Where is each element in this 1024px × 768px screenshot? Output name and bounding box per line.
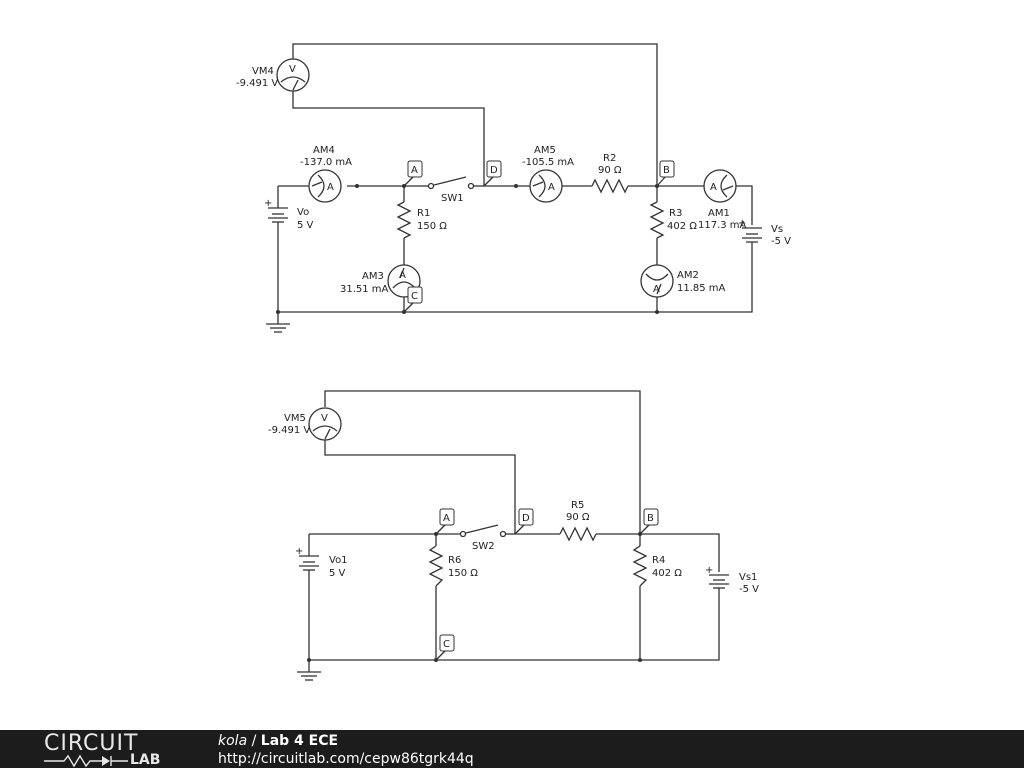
- sw1-name: SW1: [441, 193, 464, 204]
- battery-vs[interactable]: + Vs -5 V: [738, 218, 791, 247]
- node-tag-c1: C: [403, 286, 423, 313]
- vs1-value: -5 V: [739, 584, 759, 595]
- ammeter-am1[interactable]: A AM1 117.3 mA: [698, 169, 747, 231]
- node-tag-b2: B: [639, 508, 659, 535]
- resistor-r1[interactable]: R1 150 Ω: [396, 201, 447, 239]
- svg-text:B: B: [663, 165, 670, 176]
- r1-value: 150 Ω: [417, 221, 447, 232]
- vo-value: 5 V: [297, 220, 314, 231]
- r4-value: 402 Ω: [652, 568, 682, 579]
- vm4-symbol: V: [289, 64, 296, 75]
- logo-text-bottom: LAB: [130, 752, 161, 768]
- am2-value: 11.85 mA: [677, 283, 726, 294]
- am2-name: AM2: [677, 270, 699, 281]
- vo1-value: 5 V: [329, 568, 346, 579]
- am4-value: -137.0 mA: [300, 157, 352, 168]
- r3-name: R3: [669, 208, 682, 219]
- svg-text:B: B: [647, 513, 654, 524]
- battery-vo[interactable]: + Vo 5 V: [264, 198, 314, 231]
- svg-text:+: +: [738, 218, 746, 229]
- ammeter-am5[interactable]: A AM5 -105.5 mA: [522, 145, 574, 203]
- r3-value: 402 Ω: [667, 221, 697, 232]
- r5-name: R5: [571, 500, 584, 511]
- vs-name: Vs: [771, 224, 783, 235]
- battery-vo1[interactable]: + Vo1 5 V: [295, 546, 348, 579]
- resistor-r4[interactable]: R4 402 Ω: [632, 545, 682, 587]
- svg-text:D: D: [490, 165, 498, 176]
- vo-name: Vo: [297, 207, 309, 218]
- svg-text:D: D: [522, 513, 530, 524]
- am5-symbol: A: [548, 182, 555, 193]
- resistor-r2[interactable]: R2 90 Ω: [591, 153, 629, 194]
- resistor-r3[interactable]: R3 402 Ω: [649, 201, 697, 239]
- circuit-1: + Vo 5 V + Vs -5 V V VM4 -9.491 V: [236, 43, 791, 333]
- footer-bar: CIRCUIT LAB kola / Lab 4 ECE http://circ…: [0, 730, 1024, 768]
- title-separator: /: [247, 733, 261, 749]
- voltmeter-vm4[interactable]: V VM4 -9.491 V: [236, 58, 310, 92]
- am4-name: AM4: [313, 145, 335, 156]
- r6-value: 150 Ω: [448, 568, 478, 579]
- am5-name: AM5: [534, 145, 556, 156]
- vm5-name: VM5: [284, 413, 306, 424]
- svg-text:+: +: [264, 198, 272, 209]
- vm4-value: -9.491 V: [236, 78, 278, 89]
- r1-name: R1: [417, 208, 430, 219]
- r2-name: R2: [603, 153, 616, 164]
- r5-value: 90 Ω: [566, 512, 590, 523]
- r6-name: R6: [448, 555, 461, 566]
- circuitlab-logo[interactable]: CIRCUIT LAB: [44, 732, 174, 768]
- switch-sw1[interactable]: SW1: [419, 176, 484, 204]
- am1-value: 117.3 mA: [698, 220, 747, 231]
- am2-symbol: A: [653, 284, 660, 295]
- ground-symbol: [297, 671, 321, 681]
- svg-text:+: +: [295, 546, 303, 557]
- battery-vs1[interactable]: + Vs1 -5 V: [705, 565, 759, 595]
- svg-text:C: C: [411, 291, 418, 302]
- resistor-r6[interactable]: R6 150 Ω: [428, 545, 478, 587]
- svg-text:A: A: [411, 165, 418, 176]
- am3-symbol: A: [399, 270, 406, 281]
- r2-value: 90 Ω: [598, 165, 622, 176]
- node-tag-a2: A: [435, 508, 455, 535]
- sw2-name: SW2: [472, 541, 495, 552]
- am1-symbol: A: [710, 182, 717, 193]
- r4-name: R4: [652, 555, 665, 566]
- am5-value: -105.5 mA: [522, 157, 574, 168]
- node-tag-a1: A: [403, 160, 423, 187]
- circuit-2-wires: [308, 390, 720, 672]
- voltmeter-vm5[interactable]: V VM5 -9.491 V: [268, 407, 342, 441]
- svg-text:C: C: [443, 639, 450, 650]
- switch-sw2[interactable]: SW2: [459, 524, 516, 552]
- schematic-canvas: + Vo 5 V + Vs -5 V V VM4 -9.491 V: [236, 43, 791, 681]
- node-tag-b1: B: [656, 160, 675, 187]
- project-name[interactable]: Lab 4 ECE: [260, 733, 339, 749]
- resistor-r5[interactable]: R5 90 Ω: [559, 500, 597, 542]
- vm4-name: VM4: [252, 66, 274, 77]
- am3-name: AM3: [362, 271, 384, 282]
- node-tag-d2: D: [514, 508, 534, 535]
- circuit-1-junctions: [276, 184, 659, 314]
- am3-value: 31.51 mA: [340, 284, 389, 295]
- ammeter-am4[interactable]: A AM4 -137.0 mA: [300, 145, 352, 203]
- ammeter-am2[interactable]: A AM2 11.85 mA: [640, 264, 726, 298]
- vo1-name: Vo1: [329, 555, 348, 566]
- project-title: kola / Lab 4 ECE: [218, 732, 338, 750]
- am1-name: AM1: [708, 208, 730, 219]
- circuit-1-wires: [277, 43, 753, 324]
- am4-symbol: A: [327, 182, 334, 193]
- logo-resistor-icon: [44, 754, 128, 768]
- vm5-symbol: V: [321, 413, 328, 424]
- vs-value: -5 V: [771, 236, 791, 247]
- vs1-name: Vs1: [739, 572, 757, 583]
- svg-text:A: A: [443, 513, 450, 524]
- logo-text-top: CIRCUIT: [44, 731, 139, 756]
- svg-text:+: +: [705, 565, 713, 576]
- ground-symbol: [266, 323, 290, 333]
- project-url-link[interactable]: http://circuitlab.com/cepw86tgrk44q: [218, 751, 474, 767]
- vm5-value: -9.491 V: [268, 425, 310, 436]
- node-tag-d1: D: [483, 160, 502, 187]
- author-link[interactable]: kola: [218, 733, 248, 749]
- node-tag-c2: C: [435, 634, 455, 661]
- circuit-2: + Vo1 5 V + Vs1 -5 V V VM5 -9.491 V R6: [268, 390, 759, 681]
